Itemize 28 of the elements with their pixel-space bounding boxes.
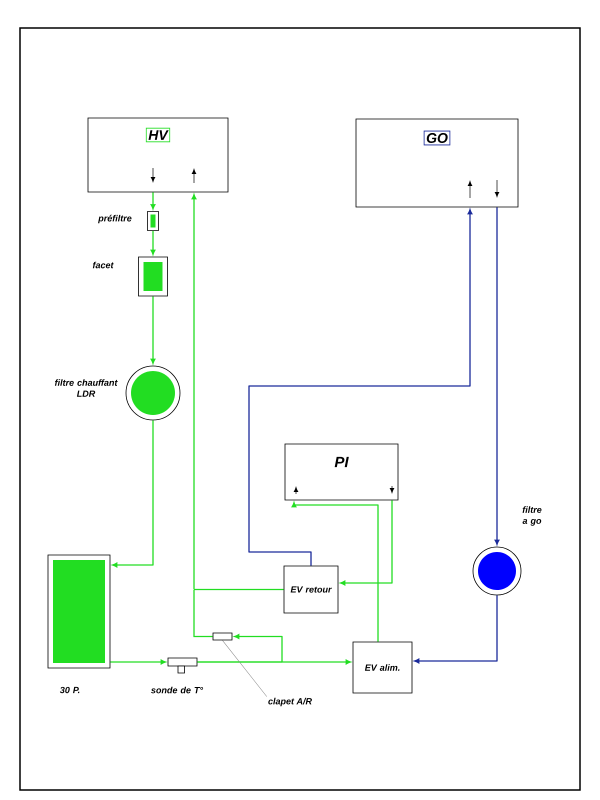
valve-box [212,632,232,640]
component-label: clapet A/R [268,698,312,706]
component-label: sonde de T° [151,686,204,694]
pipe-arrow [340,500,393,586]
pipe-arrow [150,192,156,210]
pipe-arrow [150,296,156,364]
pipe [194,588,284,590]
valve-box: EV retour [284,566,338,614]
pipe [193,590,213,638]
component-label: filtre chauffant LDR [54,379,118,397]
component-label: facet [92,262,114,268]
pipe-arrow [112,420,154,568]
pipe-arrow [414,595,498,664]
pipe-arrow [197,634,283,663]
tank-title: HV [146,128,170,142]
leader-line [222,640,268,697]
pipe-arrow [192,194,196,590]
pipe-arrow [110,660,166,664]
pipe-arrow [248,209,472,566]
unit-title: PI [334,456,349,468]
pipe-arrow [150,230,156,255]
component-label: filtre a go [522,506,542,526]
component-label: préfiltre [98,214,132,224]
pipe-arrow [494,207,500,545]
tank-title: GO [424,130,450,146]
component-label: 30 P. [60,686,80,694]
valve-box: EV alim. [352,642,412,694]
pipe-arrow [292,502,379,642]
